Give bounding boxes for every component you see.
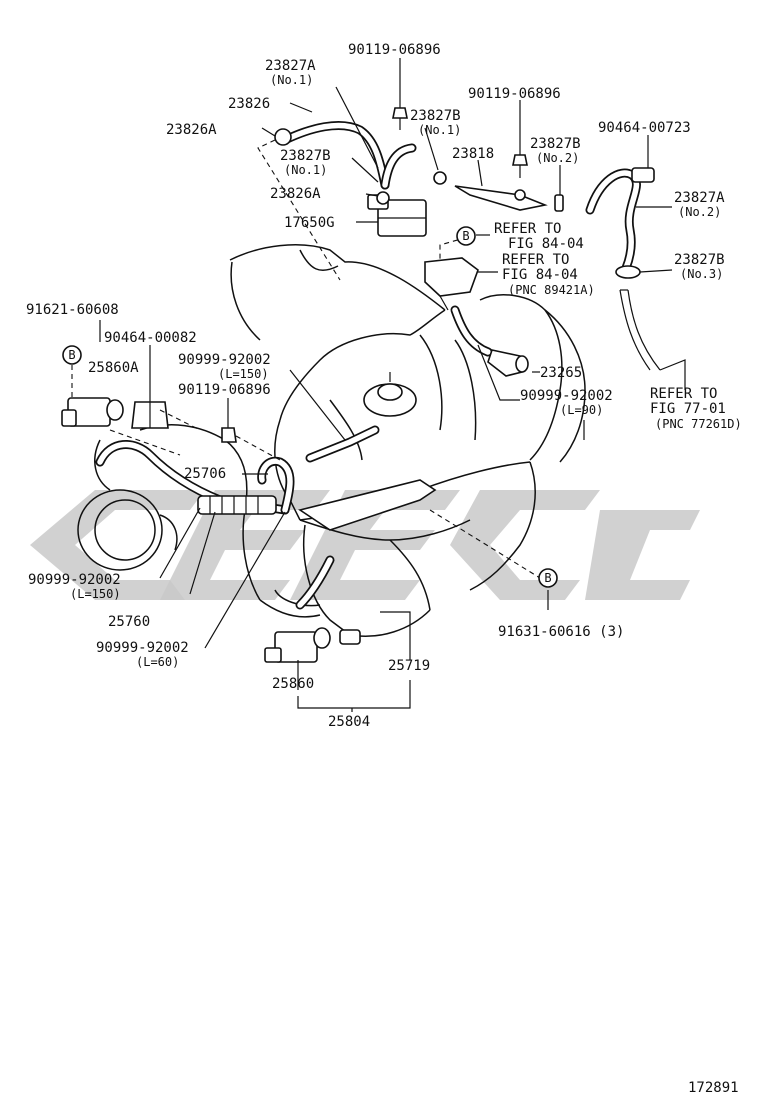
label-23818: 23818 [452, 146, 494, 162]
label-23826A-top: 23826A [166, 122, 217, 138]
label-23827B-no3: 23827B [674, 252, 725, 268]
label-23265: 23265 [540, 365, 582, 381]
label-23827B-no1-b: 23827B [280, 148, 331, 164]
label-refer2-line1: REFER TO [502, 252, 569, 268]
bracket-23818 [454, 185, 548, 211]
hose-23826 [280, 120, 417, 190]
label-90119-06896-left: 90119-06896 [178, 382, 271, 398]
label-23826A-bottom: 23826A [270, 186, 321, 202]
label-90119-06896-top: 90119-06896 [348, 42, 441, 58]
label-23827B-no1-a-sub: (No.1) [418, 123, 461, 137]
label-23827B-no2-sub: (No.2) [536, 151, 579, 165]
label-25719: 25719 [388, 658, 430, 674]
label-90999-92002-90-sub: (L=90) [560, 403, 603, 417]
label-25860: 25860 [272, 676, 314, 692]
ref-marker-top: B [456, 226, 476, 246]
sensor-fig-84-04 [424, 257, 479, 311]
bracket-25719 [295, 479, 437, 610]
label-90119-06896-mid: 90119-06896 [468, 86, 561, 102]
label-25860A: 25860A [88, 360, 139, 376]
label-91631-60616: 91631-60616 (3) [498, 624, 624, 640]
clamp-23826A-bottom [376, 191, 390, 205]
label-25760: 25760 [108, 614, 150, 630]
label-refer3-line3: (PNC 77261D) [655, 417, 742, 431]
clamp-90464-00082 [131, 401, 169, 429]
label-90999-92002-60: 90999-92002 [96, 640, 189, 656]
ref-marker-letter: B [68, 348, 75, 362]
label-23827B-no2: 23827B [530, 136, 581, 152]
bolt-90119-left [221, 427, 237, 443]
vsv-25860A [61, 397, 124, 427]
label-23827A-no2: 23827A [674, 190, 725, 206]
label-17650G: 17650G [284, 215, 335, 231]
clip-23827B-no1 [433, 171, 447, 185]
hose-23827A-no2 [585, 168, 641, 273]
label-90999-92002-150-bottom-sub: (L=150) [70, 587, 121, 601]
label-90464-00723: 90464-00723 [598, 120, 691, 136]
clamp-23827B-no3 [615, 265, 641, 279]
label-90999-92002-90: 90999-92002 [520, 388, 613, 404]
hose-to-fig-77-01 [619, 289, 661, 371]
label-23827A-no2-sub: (No.2) [678, 205, 721, 219]
pipe-25760 [197, 495, 277, 515]
label-90999-92002-60-sub: (L=60) [136, 655, 179, 669]
connector-90464-00723 [631, 167, 655, 183]
label-90999-92002-150-top-sub: (L=150) [218, 367, 269, 381]
clamp-23826A-top [274, 128, 292, 146]
bolt-90119-top [392, 107, 408, 130]
label-refer3-line1: REFER TO [650, 386, 717, 402]
ref-marker-bottom: B [538, 568, 558, 588]
vsv-25860 [264, 627, 331, 663]
label-90464-00082: 90464-00082 [104, 330, 197, 346]
label-91621-60608: 91621-60608 [26, 302, 119, 318]
label-90999-92002-150-top: 90999-92002 [178, 352, 271, 368]
label-23826: 23826 [228, 96, 270, 112]
figure-number: 172891 [688, 1080, 739, 1096]
label-23827B-no1-a: 23827B [410, 108, 461, 124]
hose-25706 [305, 425, 380, 463]
label-refer2-line3: (PNC 89421A) [508, 283, 595, 297]
hose-main-left [95, 440, 295, 515]
bolt-90119-mid [512, 154, 528, 178]
clip-23827B-no2 [554, 194, 564, 212]
label-23827A-no1-sub: (No.1) [270, 73, 313, 87]
label-23827A-no1: 23827A [265, 58, 316, 74]
hose-to-sensor-23265 [450, 305, 493, 357]
leader-lines [99, 58, 686, 712]
label-refer3-line2: FIG 77-01 [650, 401, 726, 417]
label-25804: 25804 [328, 714, 370, 730]
label-25706: 25706 [184, 466, 226, 482]
ref-marker-letter: B [544, 571, 551, 585]
label-refer1-line2: FIG 84-04 [508, 236, 584, 252]
ref-marker-left: B [62, 345, 82, 365]
sensor-23265 [487, 349, 529, 377]
label-90999-92002-150-bottom: 90999-92002 [28, 572, 121, 588]
label-refer2-line2: FIG 84-04 [502, 267, 578, 283]
label-23827B-no1-b-sub: (No.1) [284, 163, 327, 177]
part-labels: 90119-06896 23827A (No.1) 23826 23826A 2… [26, 42, 742, 1096]
vsv-17650G [367, 194, 427, 237]
ref-marker-letter: B [462, 229, 469, 243]
label-23827B-no3-sub: (No.3) [680, 267, 723, 281]
label-refer1-line1: REFER TO [494, 221, 561, 237]
